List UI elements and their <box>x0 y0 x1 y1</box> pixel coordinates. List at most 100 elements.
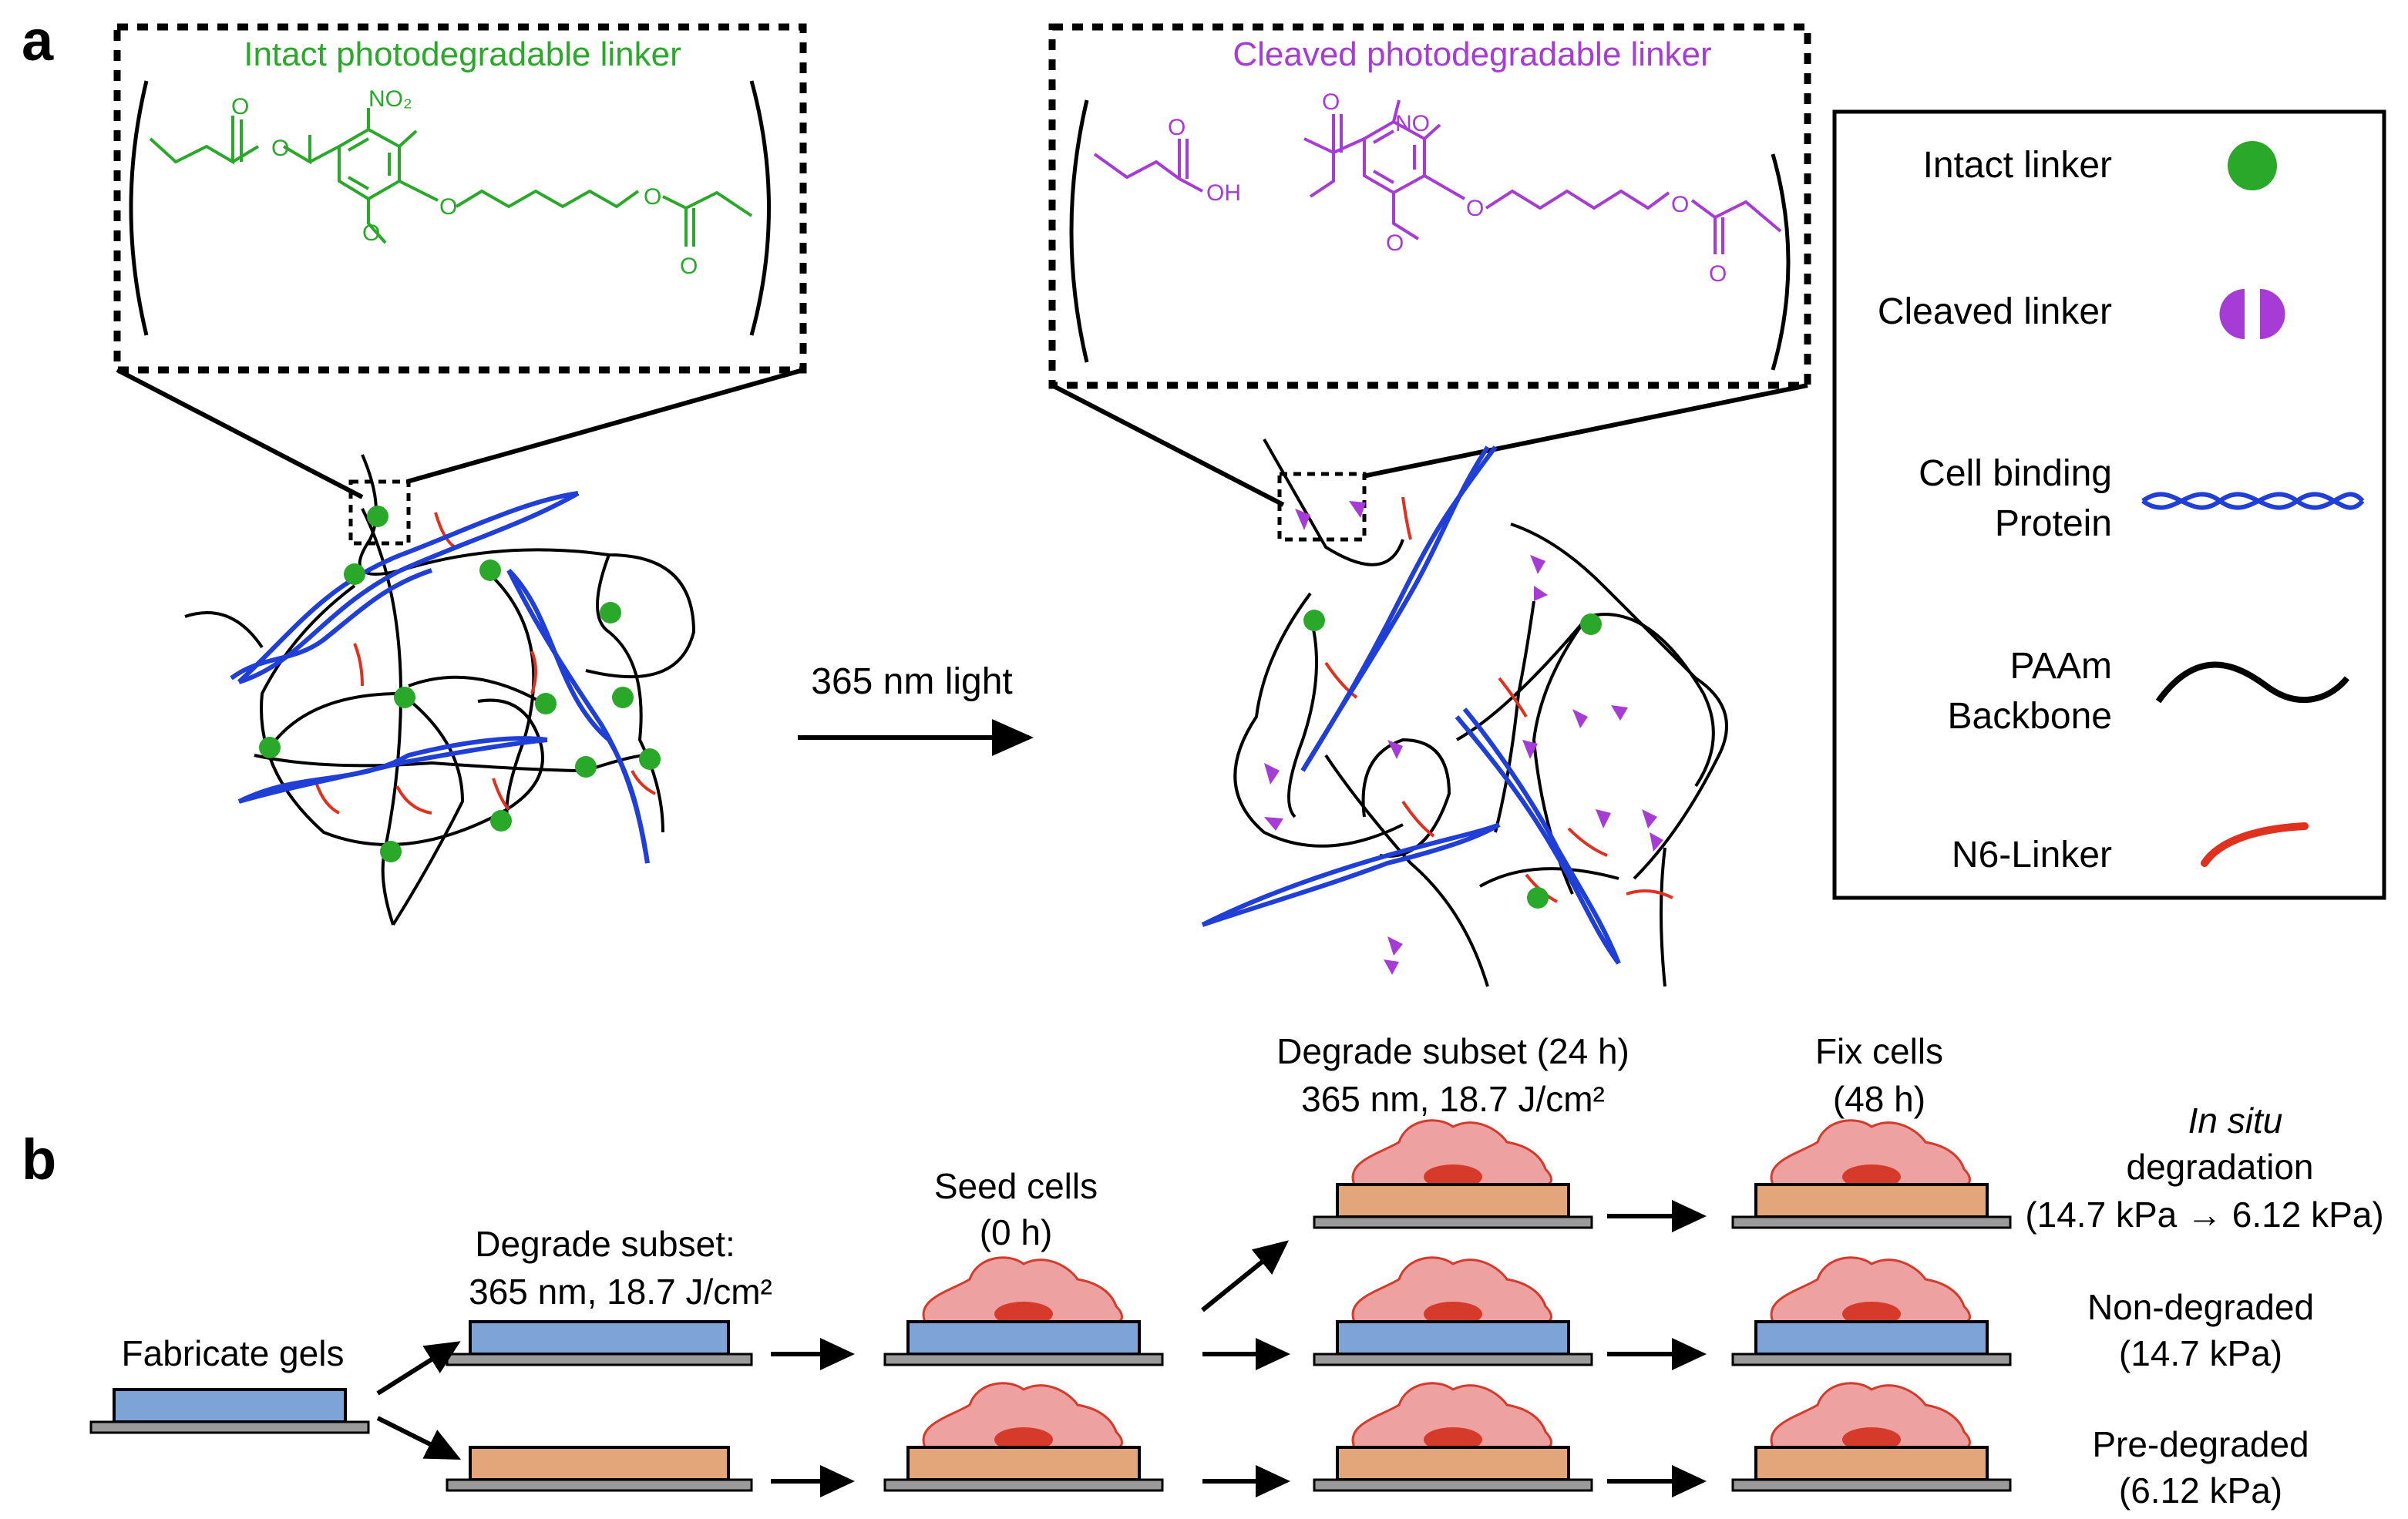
intact-zoom-marker <box>348 479 411 546</box>
legend-paam-label-1: PAAm <box>2010 646 2112 687</box>
degrade24-label-1: Degrade subset (24 h) <box>1276 1031 1629 1071</box>
cleaved-o-2: O <box>1322 89 1340 115</box>
fix-label-1: Fix cells <box>1815 1031 1943 1071</box>
glass-slide <box>1731 1353 2012 1366</box>
cleaved-linker-title: Cleaved photodegradable linker <box>1233 35 1711 73</box>
insitu-label-3: (14.7 kPa → 6.12 kPa) <box>2025 1195 2383 1235</box>
gel-fix-predeg <box>1731 1382 2012 1492</box>
nondeg-label-2: (14.7 kPa) <box>2119 1333 2282 1373</box>
gel-layer <box>1754 1183 1989 1218</box>
cleaved-o-6: O <box>1709 261 1727 287</box>
gel-layer <box>1336 1183 1570 1218</box>
intact-linker-zoom: Intact photodegradable linker O O NO₂ O … <box>113 23 807 374</box>
legend-cleaved-icon <box>2219 289 2285 339</box>
intact-o-2: O <box>231 94 249 119</box>
glass-slide <box>1313 1353 1593 1366</box>
cleaved-o-3: O <box>1466 196 1484 221</box>
cleaved-o-1: O <box>1168 115 1186 140</box>
cleaved-no: NO <box>1395 111 1430 136</box>
legend-cleaved-label: Cleaved linker <box>1878 291 2112 332</box>
glass-slide <box>1731 1478 2012 1492</box>
cleaved-linker-marks <box>1264 501 1663 975</box>
gel-d24-nondeg <box>1313 1256 1593 1366</box>
intact-o-3: O <box>439 194 457 220</box>
predeg-label-2: (6.12 kPa) <box>2119 1470 2282 1511</box>
cleaved-o-5: O <box>1671 192 1689 217</box>
intact-linker-dots <box>259 506 661 862</box>
degrade-subset-label-1: Degrade subset: <box>475 1224 735 1264</box>
glass-slide <box>883 1478 1164 1492</box>
cell <box>1770 1119 1971 1186</box>
seed-label-2: (0 h) <box>980 1212 1053 1252</box>
cell <box>1770 1382 1971 1449</box>
nondeg-label-1: Non-degraded <box>2087 1287 2314 1327</box>
intact-o-4: O <box>362 220 380 246</box>
gel-degrade-orange <box>446 1446 753 1492</box>
cleaved-linker-zoom: Cleaved photodegradable linker O OH O NO… <box>1048 23 1811 389</box>
glass-slide <box>446 1478 753 1492</box>
degrade-subset-label-2: 365 nm, 18.7 J/cm² <box>469 1272 772 1312</box>
cell <box>1351 1256 1552 1323</box>
gel-layer <box>469 1446 730 1481</box>
legend-intact-label: Intact linker <box>1923 145 2112 186</box>
cleaved-oh: OH <box>1206 180 1241 206</box>
insitu-label-1: In situ <box>2188 1101 2283 1141</box>
legend-paam-label-2: Backbone <box>1948 696 2113 737</box>
cleaved-o-4: O <box>1386 230 1404 256</box>
glass-slide <box>446 1353 753 1366</box>
cell <box>922 1256 1123 1323</box>
glass-slide <box>1313 1478 1593 1492</box>
cleaved-zoom-marker <box>1277 472 1367 542</box>
glass-slide <box>1731 1215 2012 1229</box>
gel-d24-insitu <box>1313 1119 1593 1229</box>
gel-seed-orange <box>883 1382 1164 1492</box>
legend-protein-icon <box>2141 492 2365 510</box>
gel-degrade-blue <box>446 1320 753 1366</box>
cell <box>1351 1382 1552 1449</box>
gel-layer <box>906 1320 1141 1356</box>
workflow-arrows <box>376 1200 1707 1497</box>
legend-n6-icon <box>2201 822 2309 867</box>
intact-molecule <box>149 108 753 247</box>
glass-slide <box>1313 1215 1593 1229</box>
gel-fabricate <box>89 1388 370 1434</box>
intact-linker-title: Intact photodegradable linker <box>244 35 681 73</box>
intact-o-6: O <box>680 254 698 279</box>
intact-o-1: O <box>271 136 289 161</box>
gel-d24-predeg <box>1313 1382 1593 1492</box>
legend-protein-label-1: Cell binding <box>1919 453 2112 494</box>
gel-fix-nondeg <box>1731 1256 2012 1366</box>
gel-layer <box>1754 1446 1989 1481</box>
panel-a-label: a <box>22 8 54 72</box>
intact-network <box>184 454 696 926</box>
predeg-label-1: Pre-degraded <box>2092 1424 2309 1464</box>
arrow-label-365nm: 365 nm light <box>811 661 1013 702</box>
cell <box>1770 1256 1971 1323</box>
legend-n6-label: N6-Linker <box>1952 835 2112 875</box>
gel-layer <box>1754 1320 1989 1356</box>
remaining-intact-dots <box>1303 610 1602 909</box>
intact-no2: NO₂ <box>368 86 412 112</box>
gel-layer <box>113 1388 347 1423</box>
cleaved-network <box>1201 439 1728 987</box>
cell <box>922 1382 1123 1449</box>
legend: Intact linker Cleaved linker Cell bindin… <box>1832 109 2386 900</box>
legend-paam-icon <box>2155 661 2350 704</box>
fix-label-2: (48 h) <box>1833 1079 1925 1119</box>
glass-slide <box>883 1353 1164 1366</box>
panel-b-label: b <box>22 1127 56 1191</box>
seed-label-1: Seed cells <box>934 1166 1098 1206</box>
gel-layer <box>906 1446 1141 1481</box>
intact-o-5: O <box>644 184 661 210</box>
degrade24-label-2: 365 nm, 18.7 J/cm² <box>1301 1079 1605 1119</box>
legend-protein-label-2: Protein <box>1995 503 2112 544</box>
fabricate-label: Fabricate gels <box>122 1333 345 1373</box>
gel-samples <box>89 1119 2012 1492</box>
gel-layer <box>1336 1446 1570 1481</box>
gel-layer <box>469 1320 730 1356</box>
gel-fix-insitu <box>1731 1119 2012 1229</box>
gel-layer <box>1336 1320 1570 1356</box>
legend-intact-dot <box>2228 141 2277 190</box>
glass-slide <box>89 1420 370 1434</box>
